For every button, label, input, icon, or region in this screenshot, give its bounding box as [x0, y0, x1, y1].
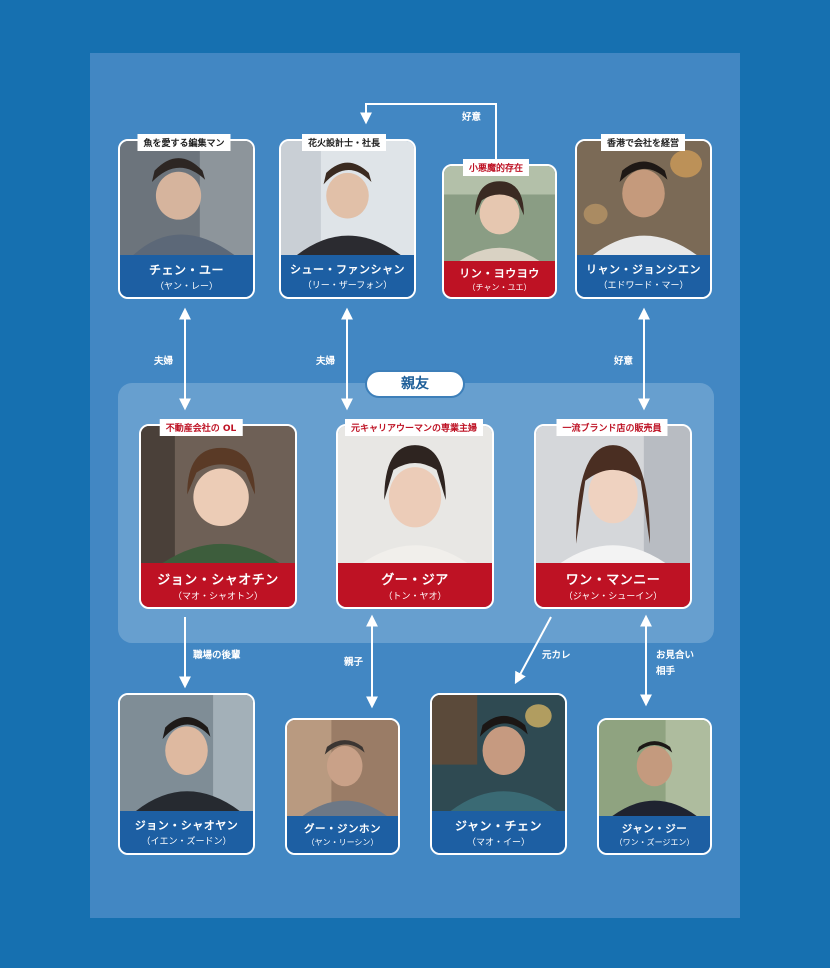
character-photo — [120, 141, 253, 255]
relation-label: 好意 — [614, 356, 634, 367]
relation-label: 親子 — [344, 657, 364, 668]
name-plate: ジャン・ジー （ワン・ズージエン） — [599, 816, 710, 853]
actor-name: （ヤン・レー） — [154, 281, 218, 292]
actor-name: （エドワード・マー） — [598, 281, 689, 291]
name-plate: ワン・マンニー （ジャン・シューイン） — [536, 563, 690, 607]
character-photo — [141, 426, 295, 563]
name-plate: リャン・ジョンシエン （エドワード・マー） — [577, 255, 710, 297]
character-photo — [444, 166, 555, 261]
character-card-wang-manni[interactable]: ワン・マンニー （ジャン・シューイン） — [534, 424, 692, 609]
character-card-zhong-xiaoyang[interactable]: ジョン・シャオヤン （イエン・ズードン） — [118, 693, 255, 855]
character-card-zhang-zhi[interactable]: ジャン・ジー （ワン・ズージエン） — [597, 718, 712, 855]
character-card-zhang-zheng[interactable]: ジャン・チェン （マオ・イー） — [430, 693, 567, 855]
character-photo — [287, 720, 398, 816]
actor-name: （イエン・ズードン） — [141, 837, 232, 847]
actor-name: （ジャン・シューイン） — [563, 591, 663, 602]
role-tag: 不動産会社の OL — [159, 419, 243, 436]
relation-label: お見合い — [656, 650, 695, 661]
relation-label: 元カレ — [542, 650, 571, 661]
character-photo — [281, 141, 414, 255]
name-plate: グー・ジンホン （ヤン・リーシン） — [287, 816, 398, 853]
character-name: ジャン・ジー — [621, 823, 688, 835]
character-name: チェン・ユー — [148, 262, 224, 277]
relation-label: 夫婦 — [316, 356, 336, 367]
actor-name: （ワン・ズージエン） — [614, 838, 695, 847]
character-photo — [577, 141, 710, 255]
role-tag: 香港で会社を経営 — [600, 134, 686, 151]
character-name: ジョン・シャオチン — [157, 572, 279, 588]
actor-name: （ヤン・リーシン） — [306, 838, 379, 847]
name-plate: ジョン・シャオヤン （イエン・ズードン） — [120, 811, 253, 853]
name-plate: シュー・ファンシャン （リー・ザーフォン） — [281, 255, 414, 297]
character-name: リン・ヨウヨウ — [459, 267, 540, 280]
character-name: グー・ジンホン — [304, 823, 381, 835]
role-tag: 一流ブランド店の販売員 — [556, 419, 668, 436]
character-photo — [599, 720, 710, 816]
character-name: グー・ジア — [381, 572, 449, 588]
role-tag: 魚を愛する編集マン — [137, 134, 231, 151]
relation-label: 好意 — [462, 112, 482, 123]
name-plate: リン・ヨウヨウ （チャン・ユエ） — [444, 261, 555, 297]
character-name: リャン・ジョンシエン — [586, 263, 701, 276]
character-photo — [432, 695, 565, 811]
name-plate: ジョン・シャオチン （マオ・シャオトン） — [141, 563, 295, 607]
role-tag: 花火設計士・社長 — [301, 134, 387, 151]
actor-name: （トン・ヤオ） — [383, 591, 447, 602]
character-name: ジョン・シャオヤン — [134, 819, 239, 832]
actor-name: （チャン・ユエ） — [467, 283, 532, 292]
role-tag: 元キャリアウーマンの専業主婦 — [344, 419, 484, 436]
character-card-gu-jia[interactable]: グー・ジア （トン・ヤオ） — [336, 424, 494, 609]
line-wang-zhangzheng — [514, 616, 552, 685]
character-card-zhong-xiaoqin[interactable]: ジョン・シャオチン （マオ・シャオトン） — [139, 424, 297, 609]
character-card-lin-youyou[interactable]: リン・ヨウヨウ （チャン・ユエ） — [442, 164, 557, 299]
relation-label: 相手 — [656, 666, 676, 677]
character-card-gu-jinghong[interactable]: グー・ジンホン （ヤン・リーシン） — [285, 718, 400, 855]
name-plate: ジャン・チェン （マオ・イー） — [432, 811, 565, 853]
character-card-xu-fanxian[interactable]: シュー・ファンシャン （リー・ザーフォン） — [279, 139, 416, 299]
character-card-chen-yu[interactable]: チェン・ユー （ヤン・レー） — [118, 139, 255, 299]
character-name: ワン・マンニー — [565, 572, 661, 588]
actor-name: （マオ・シャオトン） — [172, 591, 263, 602]
character-name: ジャン・チェン — [455, 818, 542, 833]
character-photo — [120, 695, 253, 811]
name-plate: グー・ジア （トン・ヤオ） — [338, 563, 492, 607]
character-name: シュー・ファンシャン — [290, 263, 405, 276]
name-plate: チェン・ユー （ヤン・レー） — [120, 255, 253, 297]
role-tag: 小悪魔的存在 — [462, 159, 530, 176]
character-photo — [338, 426, 492, 563]
relation-label: 職場の後輩 — [193, 650, 241, 661]
friends-label: 親友 — [365, 370, 465, 398]
actor-name: （リー・ザーフォン） — [302, 281, 393, 291]
character-photo — [536, 426, 690, 563]
character-card-liang-zhengxian[interactable]: リャン・ジョンシエン （エドワード・マー） — [575, 139, 712, 299]
line-lin-xu — [360, 103, 497, 160]
actor-name: （マオ・イー） — [466, 837, 530, 848]
relation-label: 夫婦 — [154, 356, 174, 367]
